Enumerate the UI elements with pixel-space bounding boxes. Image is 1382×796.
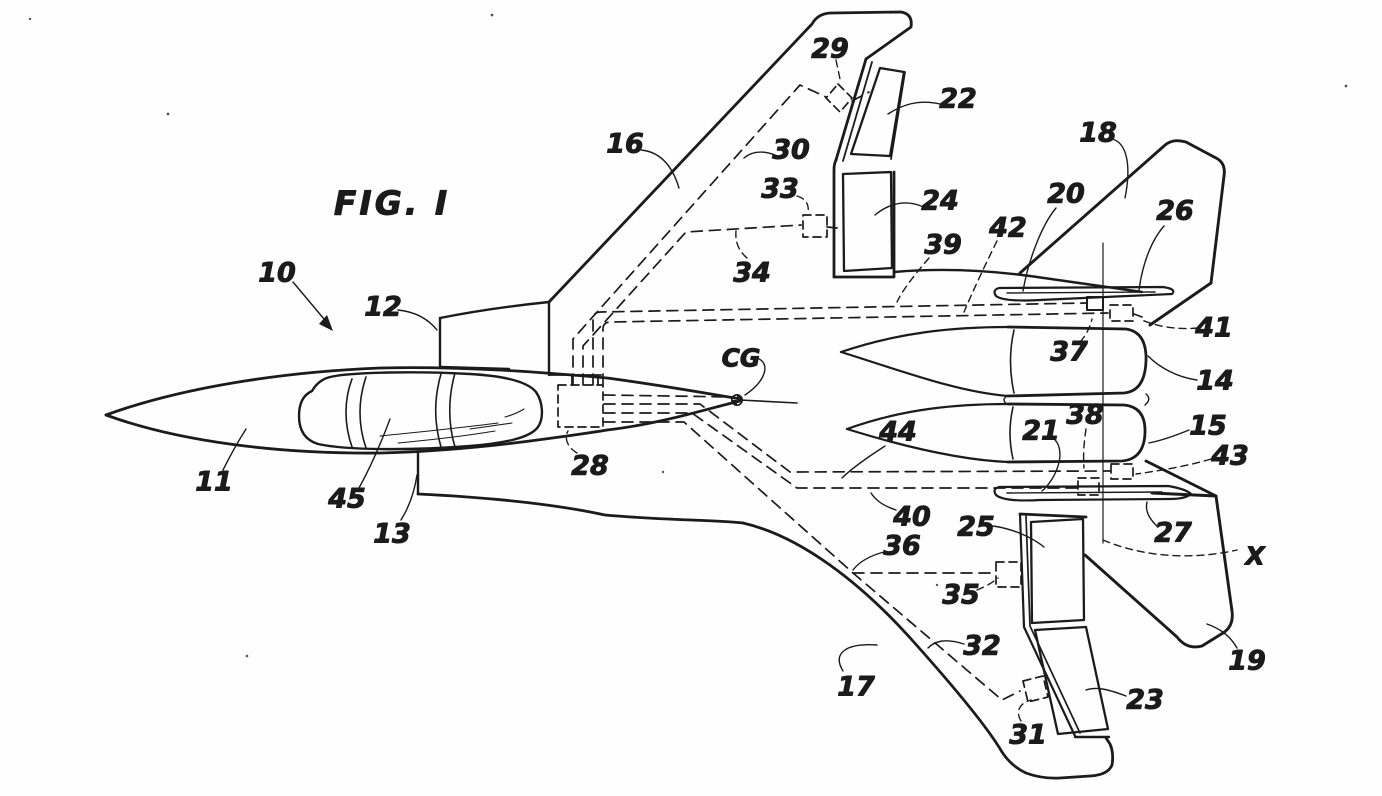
label-42: 42 <box>988 213 1027 244</box>
label-32: 32 <box>963 631 1001 662</box>
actuator-box-29 <box>825 83 853 113</box>
controller-box-28 <box>557 384 604 428</box>
label-22: 22 <box>939 84 977 115</box>
label-x-axis: X <box>1243 542 1266 571</box>
label-19: 19 <box>1228 646 1266 677</box>
cockpit-canopy <box>297 371 544 451</box>
label-fig-title: FIG. I <box>334 184 450 223</box>
label-20: 20 <box>1047 179 1085 210</box>
label-36: 36 <box>883 531 921 562</box>
actuator-box-43 <box>1110 463 1134 480</box>
paper-specks <box>28 13 1348 658</box>
label-14: 14 <box>1196 366 1234 397</box>
signal-line-center <box>603 394 734 398</box>
signal-line-42 <box>602 312 1109 386</box>
actuator-box-35 <box>995 561 1022 588</box>
cg-symbol <box>730 393 798 406</box>
wing-lower <box>416 492 1115 780</box>
signal-line-44 <box>603 403 1111 473</box>
actuator-box-31 <box>1022 675 1049 703</box>
wing-upper <box>547 10 913 304</box>
canopy-frame-lines <box>345 372 456 449</box>
rudder-panel-24 <box>841 170 894 273</box>
signal-line-36 <box>603 421 1021 701</box>
control-signal-lines <box>572 84 1143 701</box>
rudder-panel-25 <box>1029 517 1086 625</box>
label-24: 24 <box>921 186 959 217</box>
nozzle-lower <box>845 393 1150 464</box>
label-33: 33 <box>761 174 799 205</box>
label-45: 45 <box>327 484 366 515</box>
label-29: 29 <box>811 34 849 65</box>
label-35: 35 <box>942 580 980 611</box>
label-28: 28 <box>571 451 609 482</box>
canopy-reflection-lines <box>379 408 525 444</box>
label-16: 16 <box>606 129 644 160</box>
label-34: 34 <box>733 258 771 289</box>
actuator-box-41 <box>1109 304 1134 322</box>
label-27: 27 <box>1154 518 1192 549</box>
label-18: 18 <box>1079 118 1117 149</box>
label-40: 40 <box>892 502 931 533</box>
label-31: 31 <box>1009 720 1047 751</box>
stabilator-lower <box>993 484 1193 502</box>
rudder-frame-lower <box>1018 512 1111 739</box>
rudder-panel-23 <box>1033 625 1110 736</box>
leader-lines-dashed <box>565 59 1238 722</box>
actuator-box-33 <box>802 214 828 238</box>
label-13: 13 <box>373 519 411 550</box>
label-25: 25 <box>957 512 995 543</box>
leader-lines <box>222 101 1238 697</box>
label-41: 41 <box>1194 313 1233 344</box>
label-11: 11 <box>195 467 233 498</box>
actuator-box-38 <box>1077 477 1100 496</box>
label-23: 23 <box>1126 685 1164 716</box>
label-12: 12 <box>364 292 402 323</box>
signal-line-34 <box>582 224 802 386</box>
actuator-box-37 <box>1086 296 1104 311</box>
label-cg: CG <box>722 344 761 373</box>
engine-intake <box>416 300 602 496</box>
rudder-panels-upper <box>841 66 906 273</box>
signal-line-40 <box>603 412 1078 489</box>
stabilator-upper <box>993 285 1175 302</box>
signal-line-30 <box>572 84 827 386</box>
label-38: 38 <box>1066 400 1104 431</box>
label-21: 21 <box>1022 416 1060 447</box>
label-26: 26 <box>1156 196 1194 227</box>
rudder-panels-lower <box>1029 517 1110 736</box>
label-43: 43 <box>1210 441 1249 472</box>
label-30: 30 <box>772 135 810 166</box>
label-17: 17 <box>837 672 875 703</box>
label-39: 39 <box>924 230 962 261</box>
rudder-panel-22 <box>849 66 906 158</box>
label-10: 10 <box>258 258 296 289</box>
label-44: 44 <box>878 417 917 448</box>
actuator-boxes <box>557 83 1134 703</box>
arrowhead-10 <box>319 315 333 331</box>
x-axis-reference-curve <box>1102 539 1238 557</box>
nozzle-upper <box>839 325 1148 398</box>
vertical-tail-upper <box>1018 139 1226 327</box>
label-15: 15 <box>1189 411 1227 442</box>
label-37: 37 <box>1050 337 1088 368</box>
signal-line-39 <box>592 302 1087 386</box>
